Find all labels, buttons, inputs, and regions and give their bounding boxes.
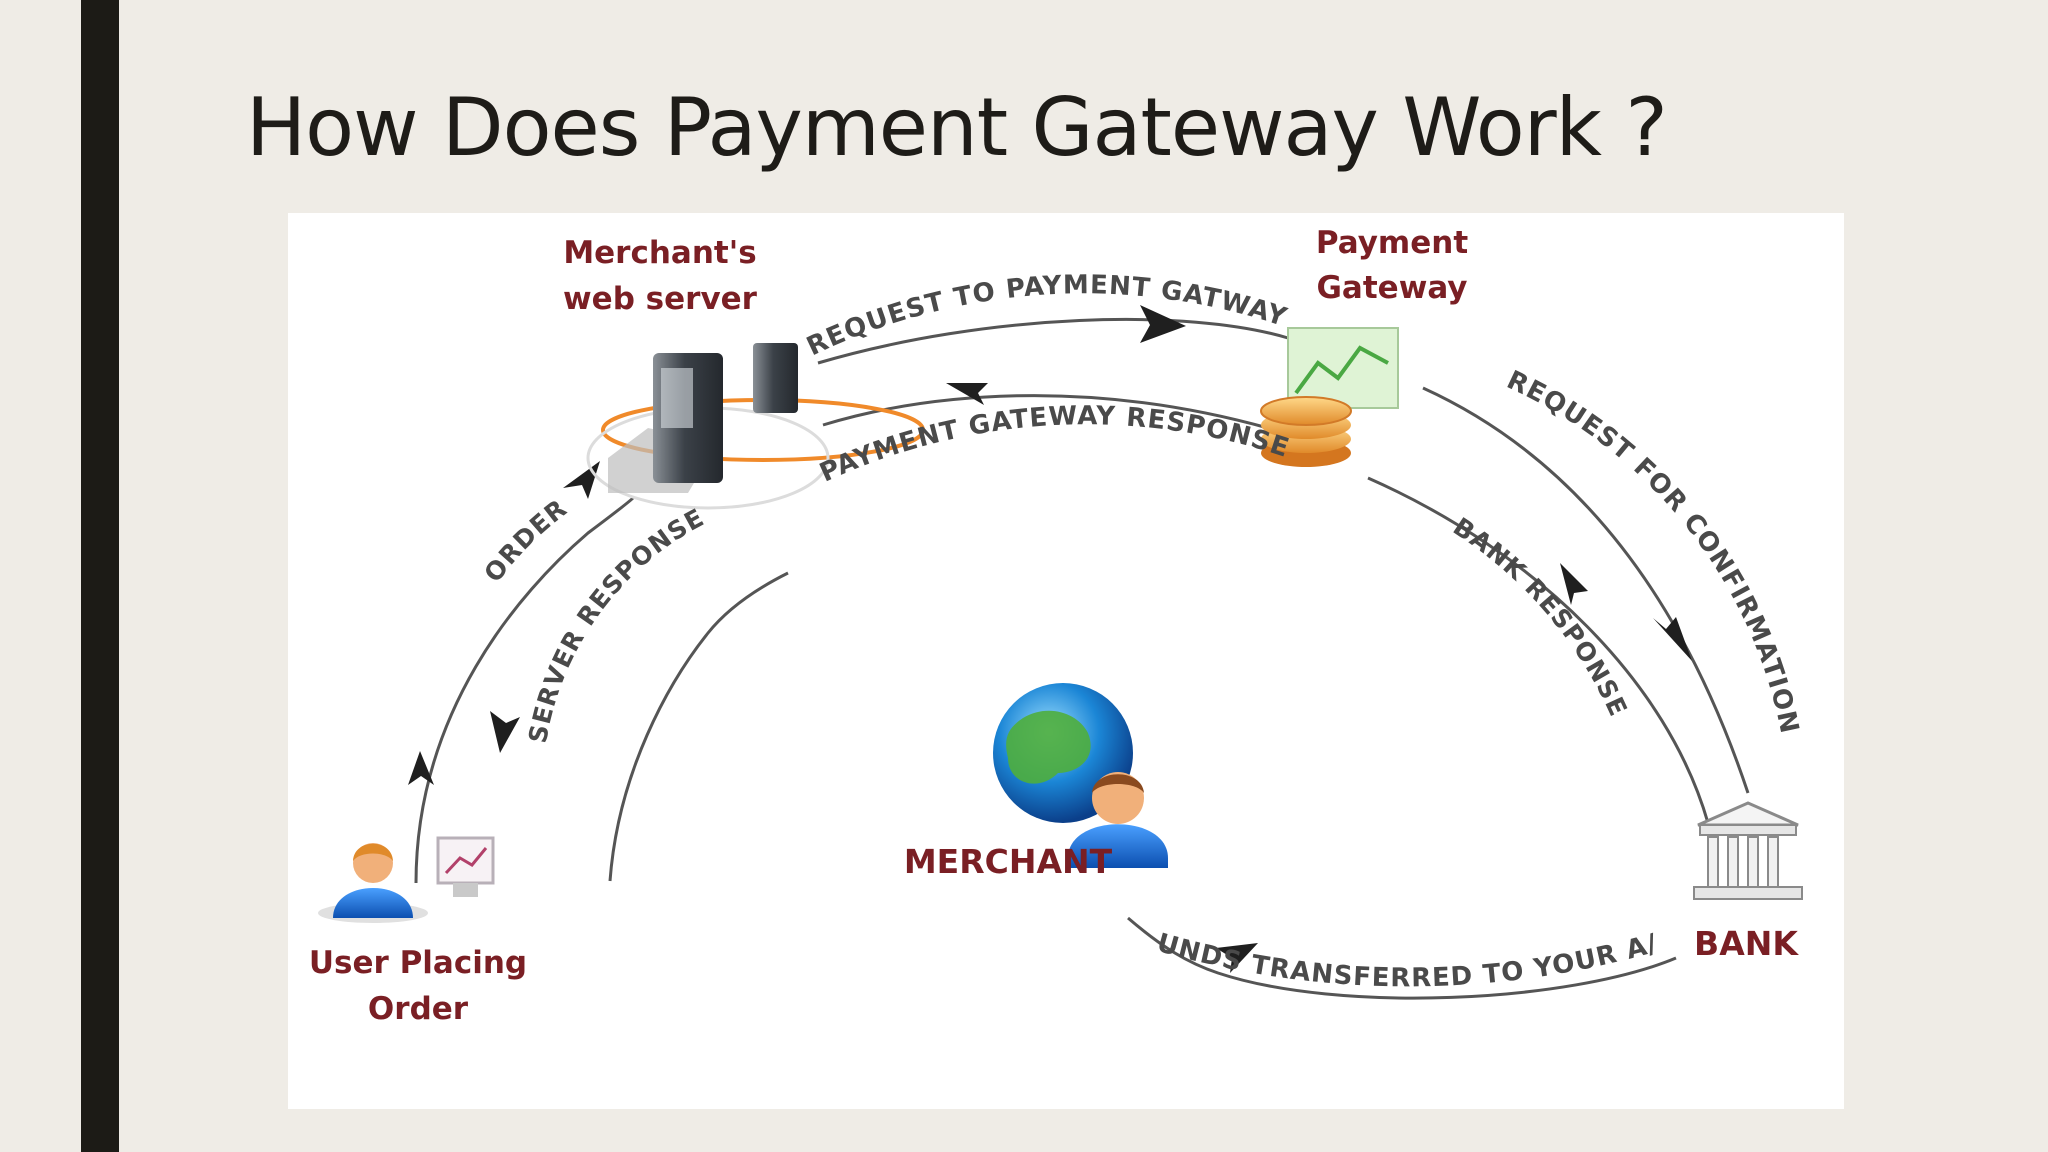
user-body (333, 888, 413, 918)
bank-column (1727, 836, 1739, 888)
merchant-label: MERCHANT (904, 842, 1113, 881)
bank-icon (1693, 801, 1803, 900)
gateway-response-flow-label: PAYMENT GATEWAY RESPONSE (815, 401, 1293, 488)
slide-title: How Does Payment Gateway Work ? (246, 81, 1668, 174)
bank-label: BANK (1694, 924, 1799, 963)
payment-gateway-label-line1: Payment (1316, 225, 1468, 261)
user-label-line1: User Placing (309, 945, 527, 981)
merchant-server-label-line1: Merchant's (563, 235, 756, 271)
user-computer-icon (318, 836, 495, 923)
bank-response-flow-text: BANK RESPONSE (1448, 512, 1632, 721)
server-response-flow-label: SERVER RESPONSE (523, 503, 709, 746)
bank-base (1693, 886, 1803, 900)
order-flow-text: ORDER (478, 493, 571, 587)
gateway-response-flow-text: PAYMENT GATEWAY RESPONSE (815, 401, 1292, 488)
bank-response-flow-label: BANK RESPONSE (1448, 512, 1633, 721)
gateway-response-arrow-line (822, 394, 1269, 430)
user-hair (353, 843, 393, 861)
server-small-unit (753, 343, 798, 413)
payment-gateway-diagram: Merchant's web server Payment Gateway BA… (288, 213, 1844, 1109)
gateway-chart-line (1294, 345, 1389, 395)
server-response-flow-text: SERVER RESPONSE (523, 503, 708, 746)
globe-landmass (1006, 710, 1091, 784)
merchant-server-icon (586, 343, 925, 510)
funds-arrowhead (1216, 943, 1258, 973)
merchant-server-label-line2: web server (563, 281, 758, 317)
order-arrowhead-upper (563, 461, 600, 499)
merchant-person-body (1068, 824, 1168, 868)
request-confirmation-arrowhead (1653, 617, 1692, 661)
request-gateway-arrowhead (1140, 305, 1186, 343)
flow-arrows (408, 305, 1750, 1000)
bank-response-arrow-line (1367, 476, 1710, 824)
request-confirmation-arrow-line (1422, 386, 1750, 794)
left-accent-bar (81, 0, 119, 1152)
payment-gateway-label-line2: Gateway (1316, 270, 1467, 306)
bank-column (1707, 836, 1719, 888)
payment-gateway-icon (1260, 327, 1399, 467)
bank-column (1767, 836, 1779, 888)
user-monitor-stand (453, 883, 478, 897)
server-response-arrow-line (608, 571, 789, 882)
user-monitor-graph (444, 847, 488, 875)
bank-response-arrowhead (1560, 563, 1588, 605)
gateway-coin-4 (1260, 396, 1352, 426)
funds-arrow-line (1127, 916, 1677, 1000)
request-confirmation-flow-text: REQUEST FOR CONFIRMATION (1502, 365, 1803, 737)
merchant-person-hair (1092, 774, 1144, 793)
request-confirmation-flow-label: REQUEST FOR CONFIRMATION (1502, 365, 1804, 737)
request-gateway-arrow-line (817, 317, 1289, 365)
bank-roof (1697, 801, 1799, 827)
server-response-arrowhead (490, 711, 520, 753)
server-drive-bays (661, 368, 693, 428)
bank-column (1747, 836, 1759, 888)
merchant-globe-person-icon (993, 683, 1168, 868)
bank-entablature (1699, 824, 1797, 836)
order-flow-label: ORDER (478, 493, 572, 587)
order-arrowhead (408, 751, 434, 785)
gateway-response-arrowhead (946, 383, 988, 405)
user-label-line2: Order (368, 991, 469, 1027)
